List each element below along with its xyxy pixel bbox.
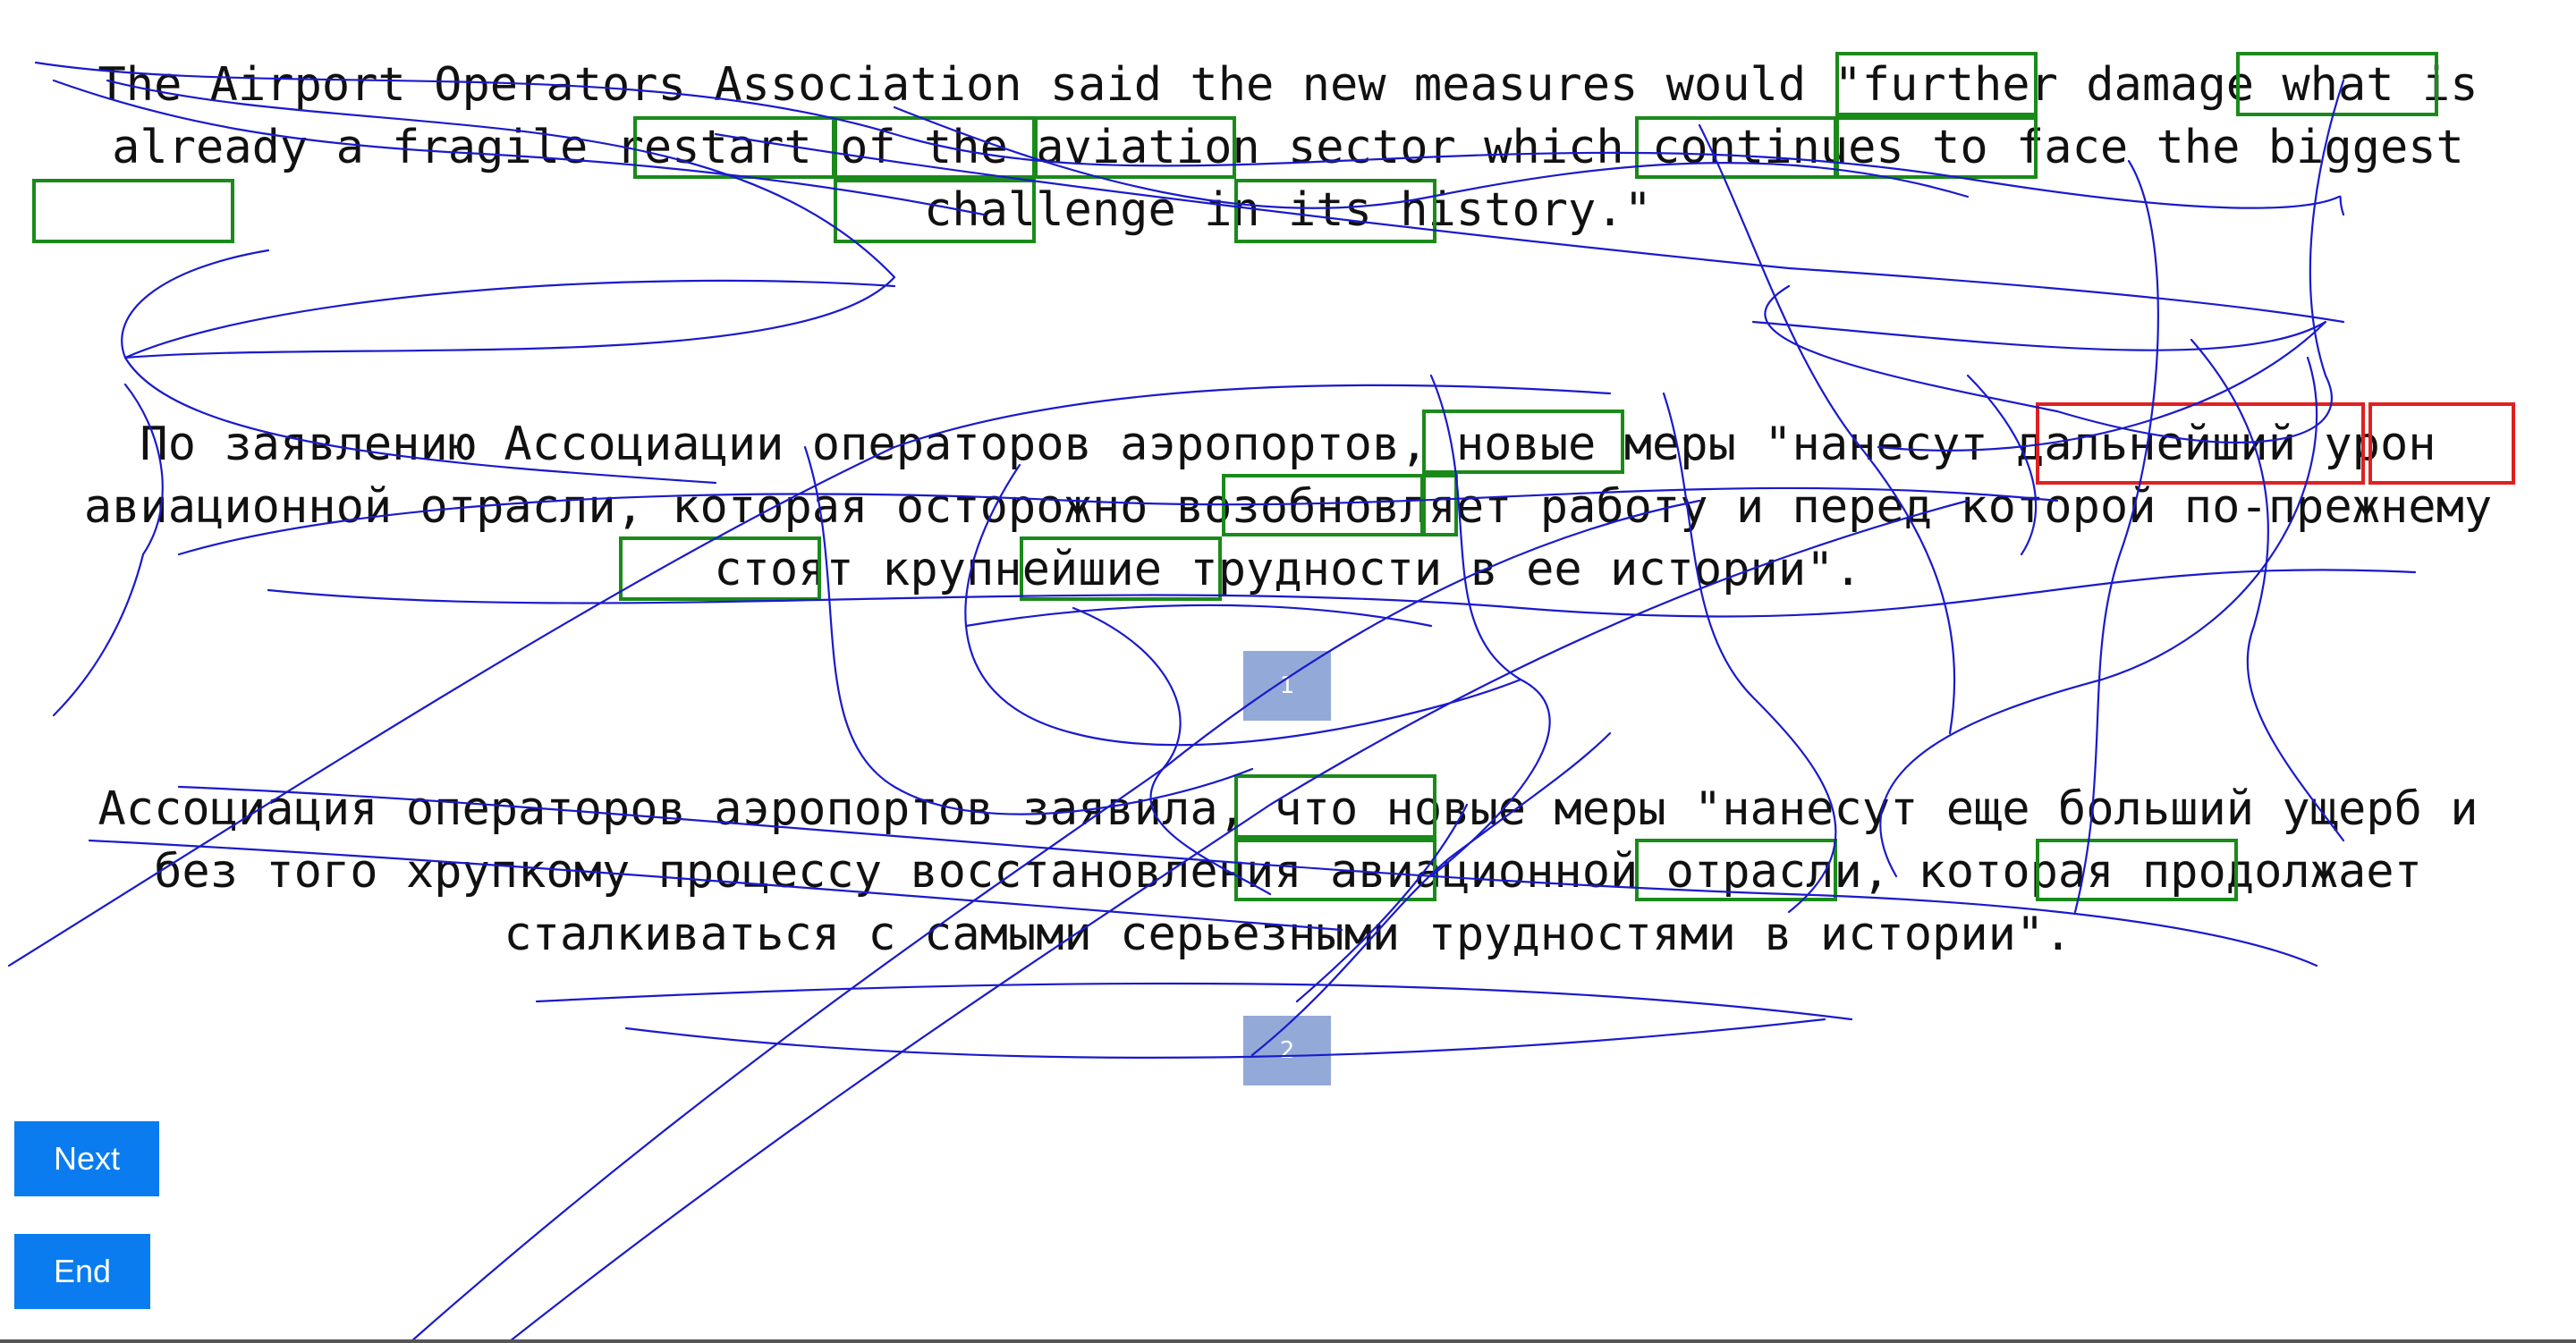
highlight-box <box>1034 116 1236 179</box>
bottom-divider <box>0 1339 2576 1343</box>
highlight-box <box>2036 402 2365 485</box>
next-button[interactable]: Next <box>14 1121 159 1196</box>
translation-1-marker: 1 <box>1243 651 1331 721</box>
highlight-box <box>1422 410 1624 474</box>
end-button[interactable]: End <box>14 1234 150 1309</box>
highlight-box <box>1234 774 1436 839</box>
highlight-box <box>1635 116 1837 179</box>
translation-2-line-3: сталкиваться с самыми серьезными труднос… <box>504 908 2072 961</box>
highlight-box <box>834 116 1036 179</box>
highlight-box <box>1234 179 1436 243</box>
translation-2-marker: 2 <box>1243 1016 1331 1085</box>
highlight-box <box>633 116 835 179</box>
highlight-box <box>1020 536 1222 601</box>
highlight-box <box>2368 402 2515 485</box>
highlight-box <box>2036 839 2238 901</box>
highlight-box <box>1635 839 1837 901</box>
translation-1-line-3: стоят крупнейшие трудности в ее истории"… <box>714 543 1862 596</box>
highlight-box <box>834 179 1036 243</box>
highlight-box <box>619 536 821 601</box>
highlight-box <box>1422 474 1458 536</box>
highlight-box <box>1234 839 1436 901</box>
highlight-box <box>1835 52 2038 116</box>
source-line-2: already a fragile restart of the aviatio… <box>112 121 2464 174</box>
highlight-box <box>32 179 234 243</box>
source-line-1: The Airport Operators Association said t… <box>97 58 2479 112</box>
highlight-box <box>1835 116 2038 179</box>
highlight-box <box>2236 52 2438 116</box>
highlight-box <box>1222 474 1424 536</box>
